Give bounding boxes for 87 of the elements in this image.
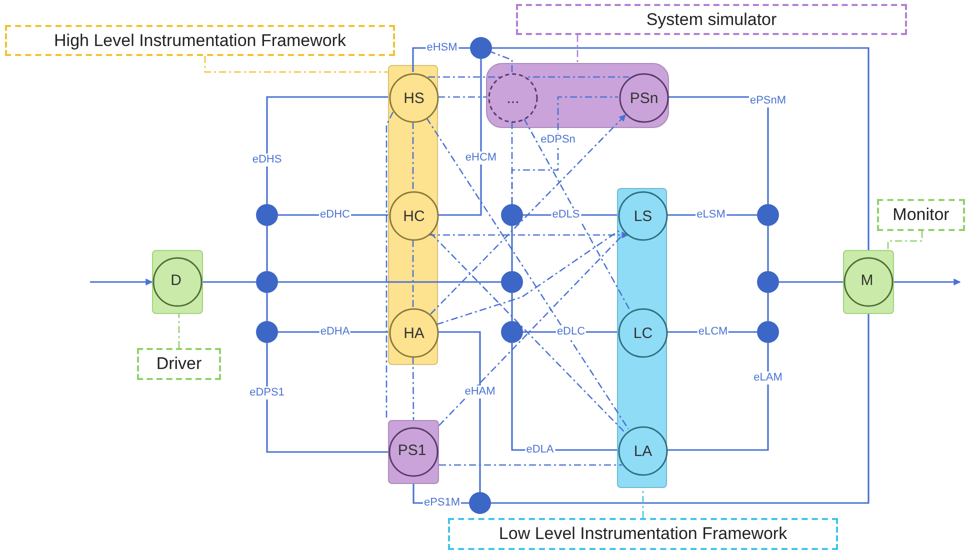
callout-label: High Level Instrumentation Framework (5, 25, 395, 56)
dashed-connector (412, 240, 414, 307)
connector (438, 331, 481, 492)
connector (266, 96, 388, 204)
connector (894, 278, 961, 286)
connector (438, 59, 482, 216)
node-label: D (170, 271, 182, 291)
edge-label: eDPS1 (248, 386, 286, 400)
junction-dot (757, 204, 779, 226)
leader-line (642, 488, 644, 518)
dashed-connector (386, 112, 394, 420)
component-circle (619, 73, 669, 123)
component-circle (618, 191, 668, 241)
edge-label: eDPSn (540, 134, 576, 146)
edge-label: eDLS (551, 208, 581, 222)
node-label: HS (402, 88, 426, 108)
component-box (388, 420, 439, 484)
component-circle (389, 73, 439, 123)
leader-line (576, 35, 578, 63)
dashed-connector (491, 51, 513, 72)
node-label: ... (506, 88, 520, 108)
connector (492, 47, 870, 250)
dashed-connector (436, 228, 622, 325)
dashed-connector (428, 232, 629, 238)
node-label: M (860, 271, 874, 291)
dashed-connector (511, 96, 618, 204)
leader-line (887, 231, 923, 250)
dashed-connector (438, 96, 487, 98)
dashed-connector (412, 357, 414, 420)
junction-dot (469, 492, 491, 514)
framework-band (388, 65, 438, 365)
connector (491, 314, 870, 504)
connector (203, 281, 256, 283)
connector (779, 281, 843, 283)
connector (667, 343, 769, 451)
node-label: LC (632, 324, 654, 344)
edge-label: ePSnM (748, 94, 788, 108)
component-box (152, 250, 203, 314)
junction-dot (256, 321, 278, 343)
framework-band (617, 188, 667, 488)
connector (90, 278, 153, 286)
dashed-connector (426, 118, 629, 430)
component-circle (389, 308, 439, 358)
junction-dot (470, 37, 492, 59)
component-circle (488, 73, 538, 123)
edge-label: eHCM (464, 152, 498, 164)
connector (266, 293, 268, 321)
junction-dot (757, 271, 779, 293)
callout-label: Driver (137, 348, 221, 380)
component-box (843, 250, 894, 314)
component-circle (618, 426, 668, 476)
component-circle (389, 191, 439, 241)
node-label: LA (632, 442, 654, 462)
edge-label: eDHS (251, 154, 283, 166)
connector (767, 226, 769, 271)
dashed-connector (524, 118, 630, 310)
component-circle (618, 308, 668, 358)
junction-dot (501, 204, 523, 226)
dashed-connector (412, 122, 414, 190)
dashed-connector (428, 76, 629, 78)
connector (767, 293, 769, 321)
junction-dot (501, 271, 523, 293)
junction-dot (501, 321, 523, 343)
node-label: LS (632, 206, 654, 226)
edge-label: eHAM (464, 386, 496, 398)
junction-dot (757, 321, 779, 343)
edge-label: eDLC (556, 326, 586, 338)
leader-line (178, 314, 180, 348)
junction-dot (256, 271, 278, 293)
callout-label: System simulator (516, 4, 907, 35)
dashed-connector (439, 464, 622, 466)
junction-dot (256, 204, 278, 226)
connector (511, 293, 513, 321)
connector (511, 226, 513, 271)
node-label: PS1 (396, 441, 428, 461)
leader-line (204, 56, 388, 73)
node-label: HC (402, 206, 426, 226)
connector (266, 343, 388, 453)
callout-label: Low Level Instrumentation Framework (448, 518, 838, 550)
dashed-connector (430, 114, 626, 315)
connector (266, 226, 268, 271)
framework-band (486, 63, 669, 128)
callout-label: Monitor (877, 199, 965, 231)
node-label: HA (402, 324, 426, 344)
connector (278, 281, 501, 283)
edge-label: eLAM (752, 372, 784, 384)
node-label: PSn (628, 88, 660, 108)
